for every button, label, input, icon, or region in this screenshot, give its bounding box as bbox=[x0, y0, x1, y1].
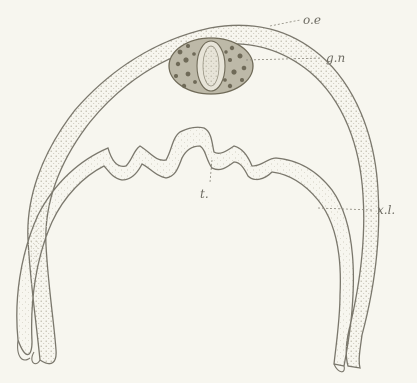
inner-layer-with-folds bbox=[17, 127, 354, 372]
label-t: t. bbox=[200, 187, 209, 201]
label-xl: x.l. bbox=[377, 203, 395, 217]
label-gn: g.n bbox=[326, 51, 345, 65]
ganglion bbox=[169, 38, 253, 94]
label-oe: o.e bbox=[303, 13, 321, 27]
